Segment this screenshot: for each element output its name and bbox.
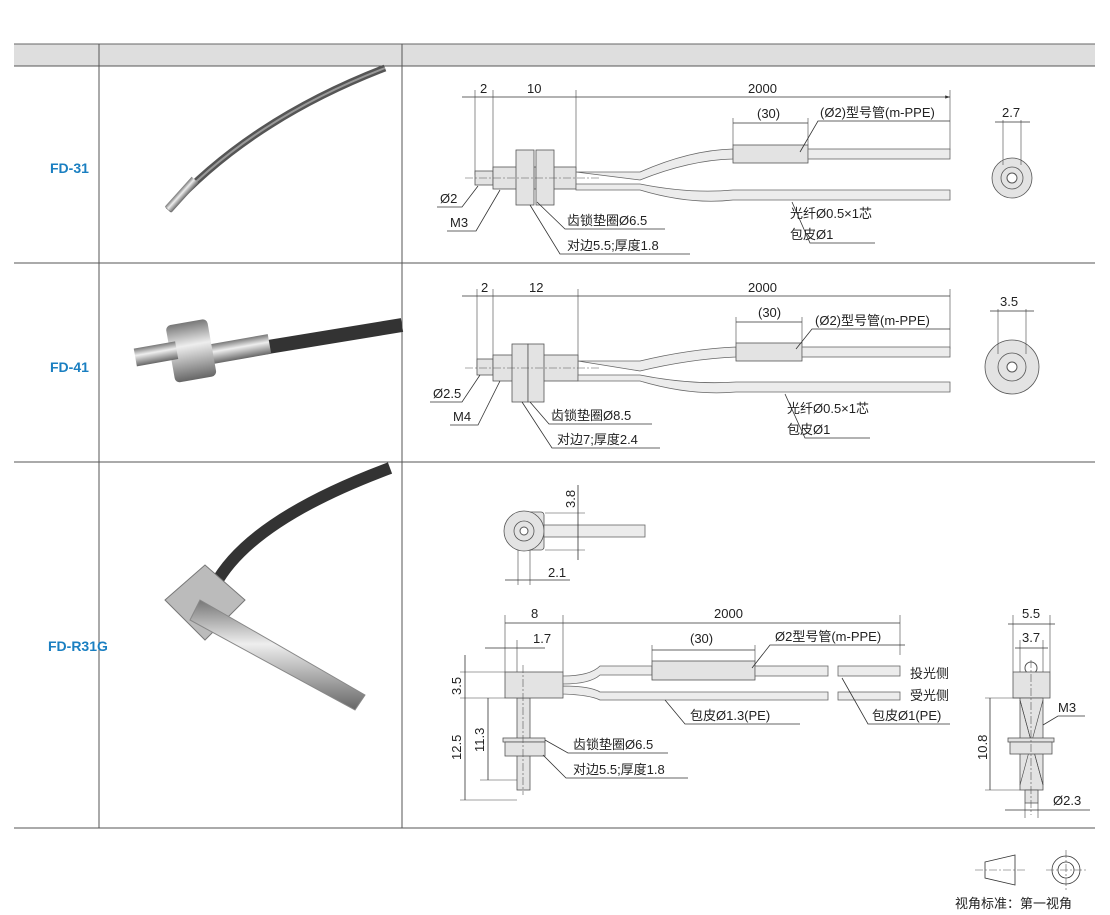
dimension-label: 2 (480, 81, 487, 96)
dimension-label: 齿锁垫圈Ø6.5 (573, 737, 653, 752)
dimension-label: (Ø2)型号管(m-PPE) (820, 105, 935, 120)
dimension-label: (30) (758, 305, 781, 320)
dimension-label: 受光侧 (910, 688, 949, 703)
projection-symbol (975, 850, 1086, 890)
dimension-label: M4 (453, 409, 471, 424)
spec-table (14, 43, 1095, 829)
dimension-label: 齿锁垫圈Ø6.5 (567, 213, 647, 228)
dimension-label: M3 (450, 215, 468, 230)
dimension-label: 2000 (748, 280, 777, 295)
dimension-label: 2.7 (1002, 105, 1020, 120)
dimension-label: (30) (757, 106, 780, 121)
view-standard-label: 视角标准：第一视角 (955, 896, 1072, 911)
dimension-label: 包皮Ø1 (790, 227, 833, 242)
dimension-label: (30) (690, 631, 713, 646)
dimension-label: 包皮Ø1 (787, 422, 830, 437)
dimension-label: 11.3 (472, 728, 487, 752)
table-header (14, 44, 1095, 66)
dimension-label: 10.8 (975, 735, 990, 760)
dimension-label: 包皮Ø1(PE) (872, 708, 941, 723)
model-name: FD-R31G (48, 638, 108, 654)
dimension-label: M3 (1058, 700, 1076, 715)
dimension-label: 对边7;厚度2.4 (557, 432, 638, 447)
dimension-label: 3.8 (563, 490, 578, 508)
dimension-label: 3.5 (449, 677, 464, 695)
drawing-fdr31g-side: 5.5 3.7 M3 10.8 Ø2.3 (975, 606, 1090, 818)
product-photo-fd31 (164, 64, 387, 213)
dimension-label: 2.1 (548, 565, 566, 580)
product-photo-fdr31g (164, 462, 393, 711)
dimension-label: 投光侧 (910, 666, 949, 681)
dimension-label: 1.7 (533, 631, 551, 646)
dimension-label: 2 (481, 280, 488, 295)
dimension-label: 光纤Ø0.5×1芯 (790, 206, 872, 221)
dimension-label: 10 (527, 81, 541, 96)
dimension-label: Ø2.5 (433, 386, 461, 401)
product-photo-fd41 (133, 318, 404, 383)
dimension-label: 5.5 (1022, 606, 1040, 621)
dimension-label: 齿锁垫圈Ø8.5 (551, 408, 631, 423)
dimension-label: 8 (531, 606, 538, 621)
dimension-label: Ø2.3 (1053, 793, 1081, 808)
dimension-label: 2000 (714, 606, 743, 621)
drawing-fdr31g-top: 3.8 2.1 (503, 485, 646, 585)
drawing-fdr31g-front: 8 2000 1.7 投光侧 受光侧 (30) Ø2型号管(m-PPE) 包皮Ø… (449, 606, 950, 801)
dimension-label: 对边5.5;厚度1.8 (567, 238, 659, 253)
drawing-fd41: 2 12 2000 (30) (Ø2)型号管(m-PPE) 3.5 Ø2.5 M… (430, 280, 1040, 449)
dimension-label: 3.5 (1000, 294, 1018, 309)
dimension-label: 3.7 (1022, 630, 1040, 645)
dimension-label: 12.5 (449, 735, 464, 760)
dimension-label: 12 (529, 280, 543, 295)
dimension-label: 光纤Ø0.5×1芯 (787, 401, 869, 416)
dimension-label: 包皮Ø1.3(PE) (690, 708, 770, 723)
dimension-label: (Ø2)型号管(m-PPE) (815, 313, 930, 328)
dimension-label: Ø2 (440, 191, 457, 206)
drawing-fd31: 2 10 2000 (30) (Ø2)型号管(m-PPE) 2.7 Ø2 M3 … (437, 81, 1033, 255)
dimension-label: Ø2型号管(m-PPE) (775, 629, 881, 644)
dimension-label: 对边5.5;厚度1.8 (573, 762, 665, 777)
model-name: FD-31 (50, 160, 89, 176)
model-name: FD-41 (50, 359, 89, 375)
dimension-label: 2000 (748, 81, 777, 96)
